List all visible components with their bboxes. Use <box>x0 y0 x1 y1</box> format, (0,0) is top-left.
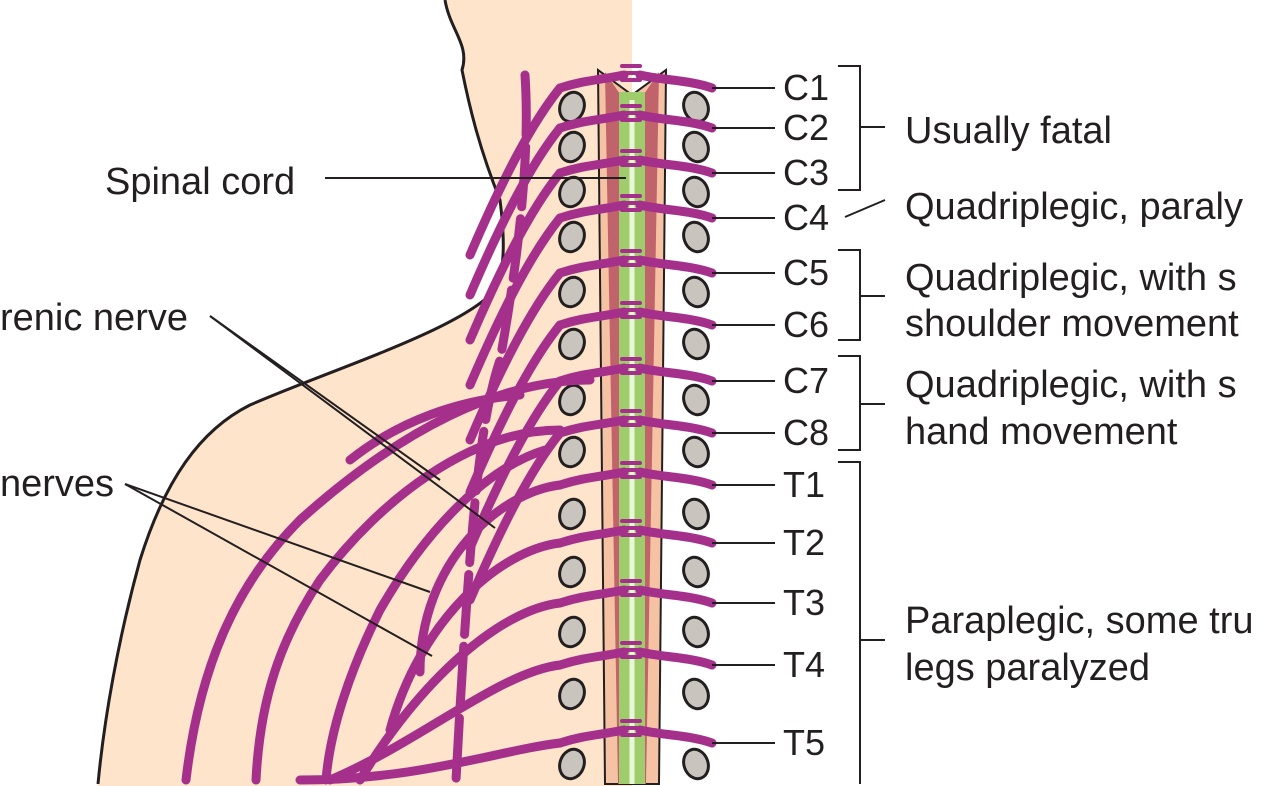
level-label-t4: T4 <box>783 644 826 685</box>
level-label-t1: T1 <box>783 464 826 505</box>
vertebra-right <box>682 615 710 649</box>
phrenic-leader <box>209 315 496 529</box>
vertebra-right <box>682 175 710 209</box>
outcome-c7-c8-line1: Quadriplegic, with s <box>905 364 1237 406</box>
plexus-branch <box>465 83 565 260</box>
vertebra-right <box>682 747 710 781</box>
vertebra-right <box>682 383 710 417</box>
level-label-c5: C5 <box>783 252 830 293</box>
left-nerve-root <box>555 647 629 670</box>
body-outline <box>96 0 505 785</box>
right-nerve-root <box>635 725 717 748</box>
left-nerve-root <box>555 110 629 133</box>
plexus-branch <box>465 123 565 300</box>
outcome-c7-c8-line2: hand movement <box>905 411 1178 453</box>
level-label-c1: C1 <box>783 67 830 108</box>
left-nerve-root <box>555 585 629 608</box>
level-label-t2: T2 <box>783 522 826 563</box>
outcome-c5-c6-line1: Quadriplegic, with s <box>905 257 1237 299</box>
vertebra-left <box>558 615 586 649</box>
right-nerve-root <box>635 200 717 223</box>
level-label-t5: T5 <box>783 722 826 763</box>
outcome-thoracic-line1: Paraplegic, some tru <box>905 600 1254 642</box>
nerves-leader <box>124 483 433 657</box>
vertebra-left <box>558 220 586 254</box>
level-label-c8: C8 <box>783 412 830 453</box>
right-nerve-root <box>635 307 717 330</box>
spinal-cord-label: Spinal cord <box>105 161 296 203</box>
right-nerve-root <box>635 155 717 178</box>
right-nerve-root <box>635 585 717 608</box>
left-nerve-root <box>555 200 629 223</box>
body-silhouette <box>98 0 632 786</box>
vertebra-right <box>682 497 710 531</box>
right-nerve-root <box>635 255 717 278</box>
right-nerve-root <box>635 110 717 133</box>
level-label-c7: C7 <box>783 360 830 401</box>
right-nerve-root <box>635 70 717 93</box>
vertebra-left <box>558 555 586 589</box>
vertebra-left <box>558 275 586 309</box>
level-label-c6: C6 <box>783 304 830 345</box>
outcome-thoracic-line2: legs paralyzed <box>905 647 1151 689</box>
brachial-nerve <box>345 390 525 465</box>
phrenic-leader <box>209 315 441 481</box>
vertebra-left <box>558 497 586 531</box>
phrenic-nerve <box>451 70 531 785</box>
left-nerve-root <box>555 255 629 278</box>
intercostal-nerve <box>325 660 565 785</box>
left-nerve-root <box>555 467 629 490</box>
vertebra-right <box>682 555 710 589</box>
vertebra-right <box>682 327 710 361</box>
level-label-c3: C3 <box>783 152 830 193</box>
vertebra-left <box>558 435 586 469</box>
leader-lines <box>124 65 886 784</box>
left-nerve-root <box>555 725 629 748</box>
right-nerve-root <box>635 525 717 548</box>
vertebra-left <box>558 327 586 361</box>
nerves-leader <box>124 483 431 593</box>
left-nerve-root <box>555 70 629 93</box>
outcome-c1-c3: Usually fatal <box>905 110 1112 152</box>
right-nerve-root <box>635 647 717 670</box>
bracket-c7-c8 <box>838 355 885 451</box>
left-nerve-root <box>555 415 629 438</box>
nerve-branches <box>181 64 717 785</box>
vertebra-left <box>558 747 586 781</box>
right-nerve-root <box>635 467 717 490</box>
plexus-branch <box>465 268 565 445</box>
vertebra-right <box>682 130 710 164</box>
left-nerve-root <box>555 307 629 330</box>
phrenic-nerve-label: renic nerve <box>0 297 188 339</box>
outcome-c4: Quadriplegic, paraly <box>905 186 1243 228</box>
left-nerve-root <box>555 525 629 548</box>
level-label-c2: C2 <box>783 107 830 148</box>
vertebra-right <box>682 275 710 309</box>
vertebra-right <box>682 435 710 469</box>
brachial-nerve <box>321 445 550 785</box>
c4-leader <box>844 199 886 218</box>
vertebra-left <box>558 130 586 164</box>
level-label-t3: T3 <box>783 582 826 623</box>
bracket-thoracic <box>838 461 885 784</box>
right-nerve-root <box>635 415 717 438</box>
vertebra-right <box>682 220 710 254</box>
vertebra-left <box>558 383 586 417</box>
right-nerve-root <box>635 363 717 386</box>
level-label-c4: C4 <box>783 197 830 238</box>
bracket-c5-c6 <box>838 249 885 341</box>
nerves-label: nerves <box>0 463 115 505</box>
left-nerve-root <box>555 155 629 178</box>
vertebra-left <box>558 677 586 711</box>
vertebra-left <box>558 90 586 124</box>
vertebra-right <box>682 677 710 711</box>
bracket-c1-c3 <box>838 65 885 191</box>
outcome-c5-c6-line2: shoulder movement <box>905 303 1239 345</box>
brachial-nerve <box>251 425 565 785</box>
